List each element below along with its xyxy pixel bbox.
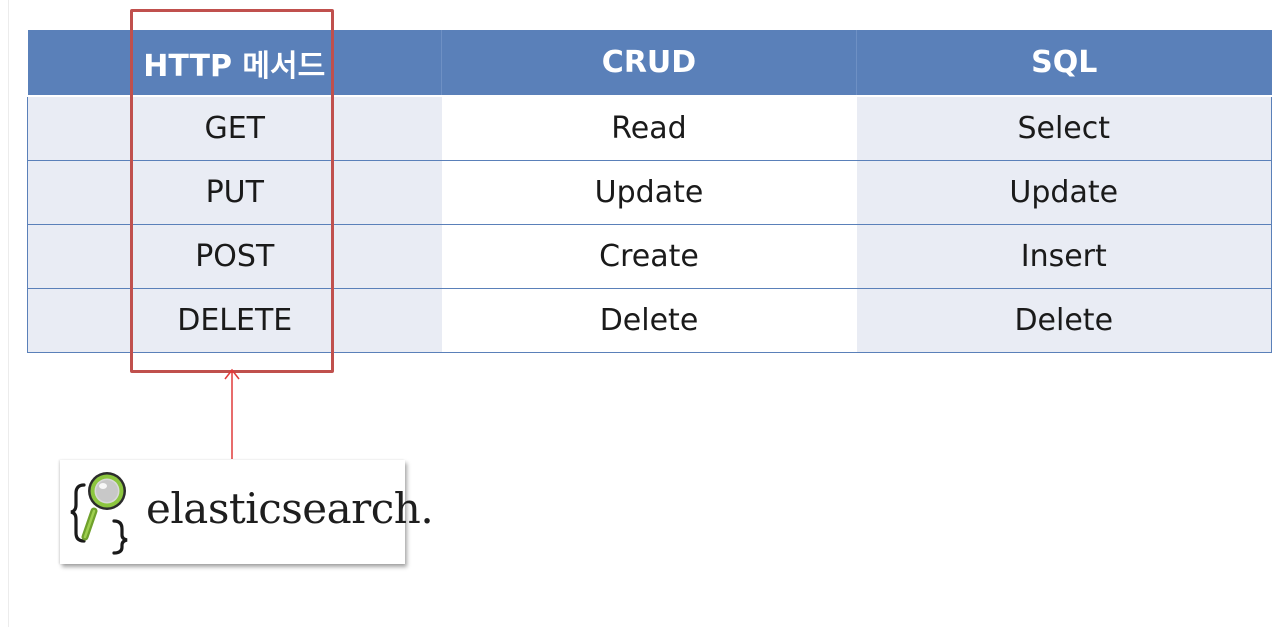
table-header-row: HTTP 메서드 CRUD SQL (27, 30, 1272, 97)
table-row: GET Read Select (27, 96, 1272, 161)
table-row: POST Create Insert (27, 224, 1272, 289)
cell-http-method: POST (27, 224, 442, 289)
http-crud-sql-table: HTTP 메서드 CRUD SQL GET Read Select PUT Up… (27, 30, 1272, 353)
cell-http-method: PUT (27, 160, 442, 225)
table-row: DELETE Delete Delete (27, 288, 1272, 353)
cell-crud: Delete (441, 288, 857, 353)
cell-sql: Insert (856, 224, 1272, 289)
header-sql: SQL (856, 30, 1272, 97)
connector-arrow (224, 368, 240, 459)
header-http-method: HTTP 메서드 (27, 30, 442, 97)
http-method-column-highlight (130, 9, 334, 373)
cell-sql: Update (856, 160, 1272, 225)
magnifier-in-braces-icon (70, 472, 128, 555)
elasticsearch-wordmark: elasticsearch. (146, 484, 434, 533)
table-row: PUT Update Update (27, 160, 1272, 225)
cell-sql: Select (856, 96, 1272, 161)
cell-crud: Read (441, 96, 857, 161)
cell-http-method: GET (27, 96, 442, 161)
header-crud: CRUD (441, 30, 857, 97)
cell-http-method: DELETE (27, 288, 442, 353)
cell-sql: Delete (856, 288, 1272, 353)
page-edge-rule (8, 0, 9, 627)
arrow-head-icon (224, 368, 240, 380)
cell-crud: Update (441, 160, 857, 225)
elasticsearch-logo-card: elasticsearch. (60, 460, 434, 564)
cell-crud: Create (441, 224, 857, 289)
